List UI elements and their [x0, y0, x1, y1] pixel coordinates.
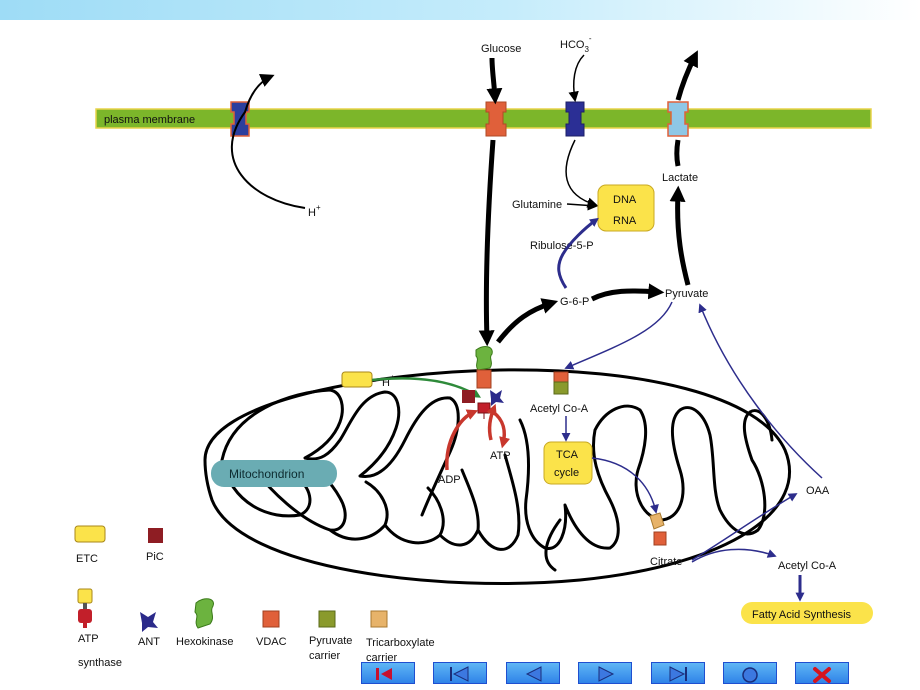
- glutamine-label: Glutamine: [512, 199, 562, 211]
- lactate-export-arrow: [675, 50, 698, 101]
- oaa-to-pyruvate-arrow: [698, 303, 823, 479]
- lactate-label: Lactate: [662, 172, 698, 184]
- fatty-acid-synthesis-label: Fatty Acid Synthesis: [752, 609, 852, 621]
- mitochondrion-label-box: [211, 460, 337, 487]
- g6p-to-ribulose-arrow: [557, 217, 599, 289]
- pyruvate-to-lactate-arrow: [669, 185, 691, 286]
- g6p-label: G-6-P: [560, 296, 589, 308]
- plasma-membrane: [95, 108, 872, 129]
- legend-pyruvate-carrier-label-2: carrier: [309, 650, 341, 662]
- legend-atp-synthase-label-1: ATP: [78, 633, 99, 645]
- tca-label-2: cycle: [554, 467, 579, 479]
- previous-button[interactable]: [506, 662, 560, 684]
- legend-vdac-icon: [262, 610, 280, 628]
- legend-vdac-label: VDAC: [256, 636, 287, 648]
- plasma-membrane-label: plasma membrane: [104, 114, 195, 126]
- last-icon: [669, 666, 687, 682]
- glucose-transporter-vdac: [485, 101, 507, 137]
- glucose-to-hexokinase-arrow: [478, 139, 496, 347]
- legend-atp-synthase-label-2: synthase: [78, 657, 122, 669]
- pic-mito: [462, 390, 475, 403]
- legend-pic-icon: [148, 528, 163, 543]
- close-icon: [813, 667, 831, 683]
- acetyl-coa-cyto-label: Acetyl Co-A: [778, 560, 837, 572]
- fatty-acid-synthesis-box: [741, 602, 873, 624]
- last-page-button[interactable]: [651, 662, 705, 684]
- first-page-button[interactable]: [361, 662, 415, 684]
- bicarbonate-to-nucleotides-arrow: [565, 139, 599, 208]
- rewind-button[interactable]: [433, 662, 487, 684]
- adp-label: ADP: [438, 474, 461, 486]
- mitochondrion-cristae: [220, 388, 774, 572]
- etc-complex: [341, 371, 373, 388]
- rna-label: RNA: [613, 215, 637, 227]
- citrate-to-oaa-arrow: [691, 493, 798, 561]
- tca-cycle-box: [543, 441, 593, 485]
- legend-etc-label: ETC: [76, 553, 98, 565]
- first-icon: [376, 668, 392, 680]
- rewind-icon: [450, 666, 469, 682]
- tricarboxylate-carrier-mito: [649, 512, 665, 530]
- play-button[interactable]: [578, 662, 632, 684]
- h-plus-label: H+: [308, 203, 321, 219]
- stop-button[interactable]: [723, 662, 777, 684]
- ribulose-label: Ribulose-5-P: [530, 240, 594, 252]
- glucose-label: Glucose: [481, 43, 521, 55]
- oaa-label: OAA: [806, 485, 830, 497]
- atp-label: ATP: [490, 450, 511, 462]
- ant-mito: [490, 390, 504, 406]
- previous-icon: [525, 666, 542, 682]
- pyruvate-carrier-mito: [553, 381, 569, 395]
- bicarbonate-transporter: [565, 101, 585, 137]
- dna-label: DNA: [613, 194, 637, 206]
- adp-to-synthase-arrow: [445, 409, 479, 471]
- legend-tricarboxylate-carrier-label-2: carrier: [366, 652, 398, 664]
- legend-atp-synthase-icon: [77, 588, 93, 628]
- legend-ant-label: ANT: [138, 636, 160, 648]
- acetyl-coa-mito-label: Acetyl Co-A: [530, 403, 589, 415]
- stop-icon: [742, 667, 758, 683]
- legend-tricarboxylate-carrier-icon: [370, 610, 388, 628]
- bicarbonate-label: HCO3-: [560, 34, 592, 54]
- dna-rna-box: [597, 184, 655, 232]
- glutamine-arrow: [566, 200, 599, 211]
- tca-to-citrate-carrier-arrow: [591, 457, 659, 514]
- vdac-mito: [476, 369, 492, 389]
- legend-tricarboxylate-carrier-label-1: Tricarboxylate: [366, 637, 435, 649]
- legend-hexokinase-label: Hexokinase: [176, 636, 233, 648]
- vdac-citrate-exit: [653, 531, 667, 546]
- citrate-label: Citrate: [650, 556, 682, 568]
- legend-etc-icon: [74, 525, 106, 543]
- close-button[interactable]: [795, 662, 849, 684]
- hexokinase-to-g6p-arrow: [496, 298, 559, 344]
- vdac-pyruvate-entry: [553, 371, 569, 383]
- proton-export-arrow: [230, 73, 306, 209]
- legend-ant-icon: [140, 612, 158, 632]
- legend-pic-label: PiC: [146, 551, 164, 563]
- pyruvate-label: Pyruvate: [665, 288, 708, 300]
- glucose-import-arrow: [486, 57, 503, 105]
- title-bar: [0, 0, 920, 20]
- legend-pyruvate-carrier-icon: [318, 610, 336, 628]
- bicarbonate-import-arrow: [568, 54, 585, 103]
- hexokinase-protein: [475, 346, 493, 371]
- tca-label-1: TCA: [556, 449, 579, 461]
- legend-hexokinase-icon: [194, 598, 214, 629]
- citrate-to-acetyl-coa-arrow: [691, 548, 777, 563]
- atp-to-ant-arrow: [486, 403, 497, 441]
- pyruvate-to-carrier-arrow: [564, 301, 673, 370]
- legend-pyruvate-carrier-label-1: Pyruvate: [309, 635, 352, 647]
- lactate-transporter: [667, 101, 689, 137]
- g6p-to-pyruvate-arrow: [590, 283, 665, 302]
- play-icon: [598, 666, 615, 682]
- mitochondrion-label: Mitochondrion: [229, 467, 304, 481]
- lactate-to-transporter-arrow: [674, 139, 681, 167]
